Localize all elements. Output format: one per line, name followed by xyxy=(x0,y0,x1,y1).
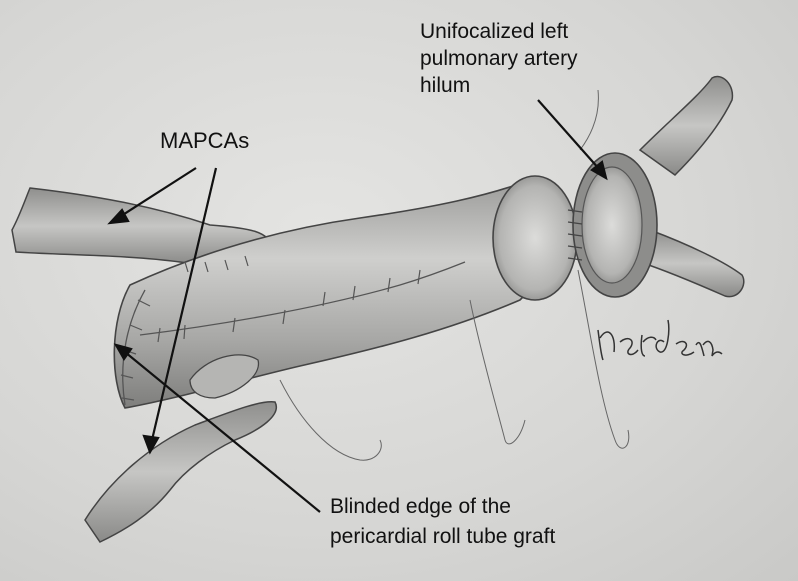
mapcas-label: MAPCAs xyxy=(160,128,249,154)
unifocalized-label-line-3: hilum xyxy=(420,74,471,97)
hilum-upper-branch xyxy=(638,75,734,176)
blinded-edge-label: Blinded edge of the pericardial roll tub… xyxy=(330,492,555,552)
hilum-lumen xyxy=(581,166,643,284)
graft-stitches xyxy=(157,269,421,343)
graft-suture-line xyxy=(139,261,466,336)
blinded-edge-label-line-1: Blinded edge of the xyxy=(330,495,511,518)
unifocalized-hilum-label: Unifocalized left pulmonary artery hilum xyxy=(420,18,578,99)
blinded-edge-label-line-2: pericardial roll tube graft xyxy=(330,525,556,548)
hilum-anastomosis-stitches xyxy=(567,209,583,261)
unifocalized-label-line-2: pulmonary artery xyxy=(420,47,578,70)
unifocalized-label-line-1: Unifocalized left xyxy=(420,20,569,43)
pericardial-tube-graft xyxy=(113,177,553,409)
mapcas-label-text: MAPCAs xyxy=(160,128,250,153)
hilum-lower-branch xyxy=(639,229,745,298)
